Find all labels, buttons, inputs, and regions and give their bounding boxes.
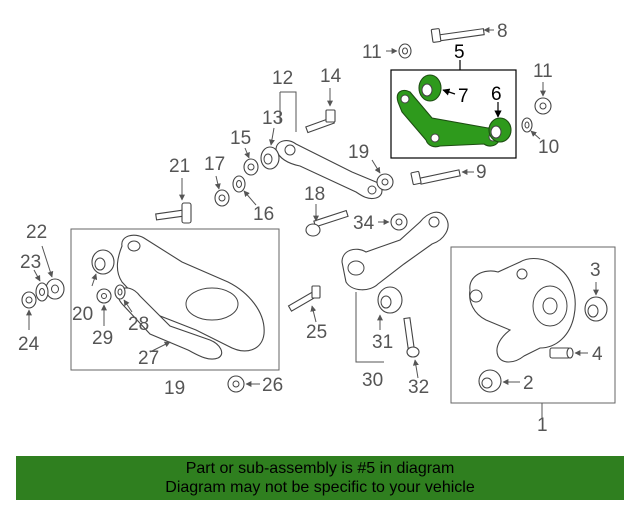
callout-18[interactable]: 18 bbox=[304, 184, 325, 205]
nut-part-27[interactable] bbox=[227, 375, 245, 393]
bushing-part-32[interactable] bbox=[377, 286, 403, 314]
bushing-part-13[interactable] bbox=[260, 146, 280, 170]
bolt-part-4[interactable] bbox=[549, 347, 574, 359]
callout-4[interactable]: 4 bbox=[592, 344, 603, 365]
assembly-20-box bbox=[70, 228, 280, 371]
callout-13[interactable]: 13 bbox=[262, 108, 283, 129]
nut-part-25[interactable] bbox=[21, 291, 37, 309]
nut-part-19[interactable] bbox=[376, 173, 394, 191]
callout-30[interactable]: 29 bbox=[92, 328, 113, 349]
callout-6[interactable]: 6 bbox=[491, 84, 502, 105]
callout-12[interactable]: 12 bbox=[272, 68, 293, 89]
washer-part-29[interactable] bbox=[114, 284, 126, 300]
trailing-arm-part-31[interactable] bbox=[341, 211, 449, 291]
callout-7[interactable]: 7 bbox=[458, 86, 469, 107]
callout-3[interactable]: 3 bbox=[590, 260, 601, 281]
knuckle-part-1[interactable] bbox=[469, 257, 576, 363]
callout-8[interactable]: 8 bbox=[497, 21, 508, 42]
callout-28[interactable]: 27 bbox=[138, 348, 159, 369]
bushing-part-6[interactable] bbox=[488, 117, 512, 143]
callout-27[interactable]: 26 bbox=[262, 375, 283, 396]
callout-11-right[interactable]: 11 bbox=[533, 61, 553, 82]
assembly-5-box bbox=[390, 69, 517, 159]
callout-34[interactable]: 34 bbox=[353, 213, 375, 234]
bolt-part-9[interactable] bbox=[410, 169, 461, 186]
bolt-part-26[interactable] bbox=[287, 285, 321, 312]
bushing-part-3[interactable] bbox=[584, 296, 608, 322]
bushing-part-7[interactable] bbox=[418, 74, 442, 102]
callout-1[interactable]: 1 bbox=[537, 415, 548, 436]
nut-part-15[interactable] bbox=[243, 158, 259, 176]
callout-26[interactable]: 25 bbox=[306, 322, 327, 343]
upper-arm-part-5[interactable] bbox=[396, 89, 501, 148]
parts-diagram: 5 7 6 8 11 11 10 9 12 13 14 15 16 17 21 … bbox=[18, 21, 616, 436]
lower-link-part-12[interactable] bbox=[275, 140, 383, 200]
callout-10[interactable]: 10 bbox=[538, 137, 559, 158]
nut-part-11-left[interactable] bbox=[398, 43, 412, 59]
nut-part-11-right[interactable] bbox=[534, 97, 552, 115]
banner-line-2: Diagram may not be specific to your vehi… bbox=[165, 479, 475, 496]
callout-25[interactable]: 24 bbox=[18, 334, 40, 355]
washer-part-16[interactable] bbox=[232, 175, 246, 193]
bolt-part-22[interactable] bbox=[155, 202, 192, 224]
callout-33[interactable]: 32 bbox=[408, 377, 429, 398]
bushing-part-2[interactable] bbox=[478, 369, 502, 393]
nut-part-17[interactable] bbox=[214, 189, 230, 207]
info-banner: Part or sub-assembly is #5 in diagram Di… bbox=[16, 456, 624, 500]
callout-17[interactable]: 17 bbox=[204, 154, 225, 175]
arm-part-28[interactable] bbox=[117, 287, 223, 360]
lower-arm-part-20[interactable] bbox=[116, 234, 265, 352]
callout-32[interactable]: 31 bbox=[372, 332, 393, 353]
callout-21[interactable]: 20 bbox=[72, 304, 93, 325]
callout-31[interactable]: 30 bbox=[362, 370, 383, 391]
callout-16[interactable]: 16 bbox=[253, 204, 274, 225]
callout-20[interactable]: 19 bbox=[164, 378, 185, 399]
nut-part-30[interactable] bbox=[96, 288, 112, 304]
bolt-part-8[interactable] bbox=[430, 28, 485, 43]
washer-part-10[interactable] bbox=[521, 117, 533, 133]
callout-11-left[interactable]: 11 bbox=[362, 42, 382, 63]
callout-15[interactable]: 15 bbox=[230, 128, 251, 149]
callout-22[interactable]: 21 bbox=[169, 156, 190, 177]
bolt-part-18[interactable] bbox=[305, 209, 349, 237]
bolt-part-33[interactable] bbox=[403, 317, 420, 358]
assembly-1-box bbox=[450, 246, 616, 404]
washer-part-23[interactable] bbox=[45, 278, 65, 300]
bushing-part-21[interactable] bbox=[91, 249, 115, 275]
callout-29[interactable]: 28 bbox=[128, 314, 149, 335]
callout-9[interactable]: 9 bbox=[476, 162, 487, 183]
banner-line-1: Part or sub-assembly is #5 in diagram bbox=[185, 460, 455, 477]
callout-23[interactable]: 22 bbox=[26, 222, 47, 243]
nut-part-34[interactable] bbox=[390, 213, 408, 231]
callout-19[interactable]: 19 bbox=[348, 142, 369, 163]
callout-24[interactable]: 23 bbox=[20, 252, 41, 273]
washer-part-24[interactable] bbox=[35, 282, 49, 302]
callout-2[interactable]: 2 bbox=[523, 373, 534, 394]
callout-14[interactable]: 14 bbox=[320, 66, 342, 87]
callout-5[interactable]: 5 bbox=[454, 42, 465, 63]
bolt-part-14[interactable] bbox=[305, 109, 336, 134]
